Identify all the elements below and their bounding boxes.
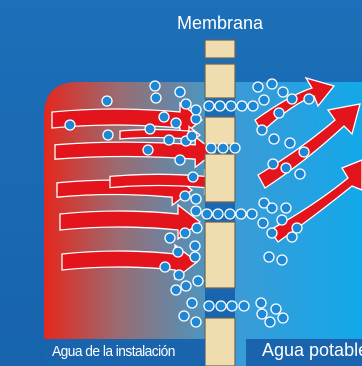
water-molecule <box>191 194 201 204</box>
membrane-block <box>205 40 235 58</box>
water-molecule <box>173 247 183 257</box>
water-molecule <box>287 232 297 242</box>
membrane-block <box>205 154 235 202</box>
water-molecule <box>258 218 268 228</box>
water-molecule <box>174 270 184 280</box>
water-molecule <box>159 112 169 122</box>
membrane-block <box>205 318 235 366</box>
water-molecule <box>188 172 198 182</box>
pore-molecule <box>218 143 228 153</box>
membrane-block <box>205 117 235 145</box>
water-molecule <box>171 285 181 295</box>
water-molecule <box>285 138 295 148</box>
pore-molecule <box>236 209 246 219</box>
water-molecule <box>181 281 191 291</box>
water-molecule <box>277 255 287 265</box>
installation-water-label: Agua de la instalación <box>52 343 175 360</box>
membrane-block <box>205 64 235 98</box>
pore-molecule <box>247 209 257 219</box>
water-molecule <box>299 147 309 157</box>
water-molecule <box>171 118 181 128</box>
pore-molecule <box>204 101 214 111</box>
water-molecule <box>145 124 155 134</box>
water-molecule <box>191 317 201 327</box>
potable-water-label: Agua potable <box>262 340 362 361</box>
pore-molecule <box>239 301 249 311</box>
water-molecule <box>187 131 197 141</box>
water-molecule <box>264 252 274 262</box>
pore-molecule <box>230 143 240 153</box>
water-molecule <box>271 304 281 314</box>
pore-molecule <box>227 301 237 311</box>
water-molecule <box>187 298 197 308</box>
water-molecule <box>151 93 161 103</box>
water-molecule <box>278 87 288 97</box>
pore-molecule <box>237 101 247 111</box>
pore-molecule <box>216 301 226 311</box>
water-molecule <box>287 94 297 104</box>
pore-molecule <box>206 143 216 153</box>
pore-molecule <box>225 209 235 219</box>
water-molecule <box>292 223 302 233</box>
water-molecule <box>268 159 278 169</box>
water-molecule <box>180 228 190 238</box>
water-molecule <box>150 81 160 91</box>
water-molecule <box>190 241 200 251</box>
water-molecule <box>295 169 305 179</box>
water-molecule <box>267 228 277 238</box>
water-molecule <box>257 309 267 319</box>
water-molecule <box>190 252 200 262</box>
pore-molecule <box>202 209 212 219</box>
water-molecule <box>281 203 291 213</box>
water-molecule <box>274 108 284 118</box>
water-molecule <box>179 311 189 321</box>
water-molecule <box>281 163 291 173</box>
water-molecule <box>103 130 113 140</box>
water-molecule <box>256 298 266 308</box>
water-molecule <box>164 135 174 145</box>
water-molecule <box>257 125 267 135</box>
water-molecule <box>180 191 190 201</box>
water-molecule <box>304 94 314 104</box>
water-molecule <box>253 82 263 92</box>
water-molecule <box>259 95 269 105</box>
pore-molecule <box>248 101 258 111</box>
pore-molecule <box>226 101 236 111</box>
pore-molecule <box>215 101 225 111</box>
water-molecule <box>175 87 185 97</box>
pore-molecule <box>213 209 223 219</box>
water-molecule <box>191 105 201 115</box>
water-molecule <box>160 262 170 272</box>
water-molecule <box>65 120 75 130</box>
water-molecule <box>102 96 112 106</box>
pore-molecule <box>204 301 214 311</box>
water-molecule <box>181 99 191 109</box>
water-molecule <box>267 79 277 89</box>
water-molecule <box>265 317 275 327</box>
water-molecule <box>269 134 279 144</box>
water-molecule <box>143 145 153 155</box>
membrane-label: Membrana <box>0 13 362 34</box>
water-molecule <box>277 215 287 225</box>
membrane-block <box>205 222 235 288</box>
water-molecule <box>278 313 288 323</box>
water-molecule <box>193 276 203 286</box>
water-molecule <box>192 223 202 233</box>
water-molecule <box>165 233 175 243</box>
water-molecule <box>191 206 201 216</box>
water-molecule <box>267 203 277 213</box>
water-molecule <box>175 155 185 165</box>
